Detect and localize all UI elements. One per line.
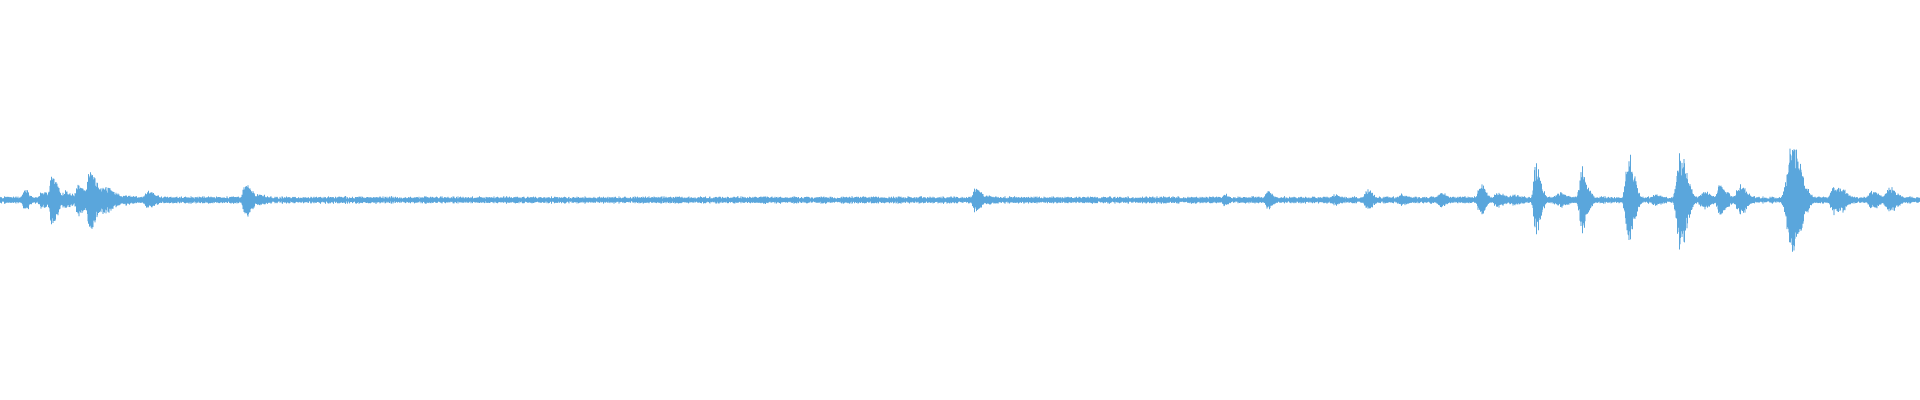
waveform-signal [0,148,1920,252]
